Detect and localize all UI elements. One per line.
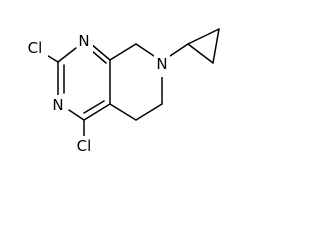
bond-c8a-c8	[109, 43, 137, 61]
atom-n-upper: N	[78, 32, 89, 50]
bond-cyclopropyl-a	[187, 28, 220, 45]
atom-cl-top: Cl	[28, 39, 43, 57]
bond-c6-c5	[135, 103, 163, 121]
atom-cl-bottom: Cl	[77, 137, 92, 155]
bond-c4a-c4-inner	[83, 100, 105, 114]
bond-cyclopropyl-c	[187, 43, 214, 64]
bond-n1-c8a	[90, 43, 111, 61]
bond-c4a-c4	[83, 103, 111, 121]
bond-c5-c4a	[109, 103, 137, 121]
bond-cyclopropyl-b	[212, 28, 220, 64]
atom-n-ring: N	[156, 55, 167, 73]
atom-n-lower: N	[52, 96, 63, 114]
bond-c8-n7	[135, 43, 155, 57]
atom-labels: Cl N N N Cl	[22, 31, 170, 158]
bond-n1-c8a-inner	[91, 50, 107, 64]
bond-c4-n3	[68, 109, 85, 121]
chemical-structure-diagram: Cl N N N Cl	[22, 28, 220, 158]
bond-c2-n1	[57, 47, 77, 63]
bond-n7-cyclopropyl	[169, 43, 189, 57]
bonds	[39, 28, 220, 139]
